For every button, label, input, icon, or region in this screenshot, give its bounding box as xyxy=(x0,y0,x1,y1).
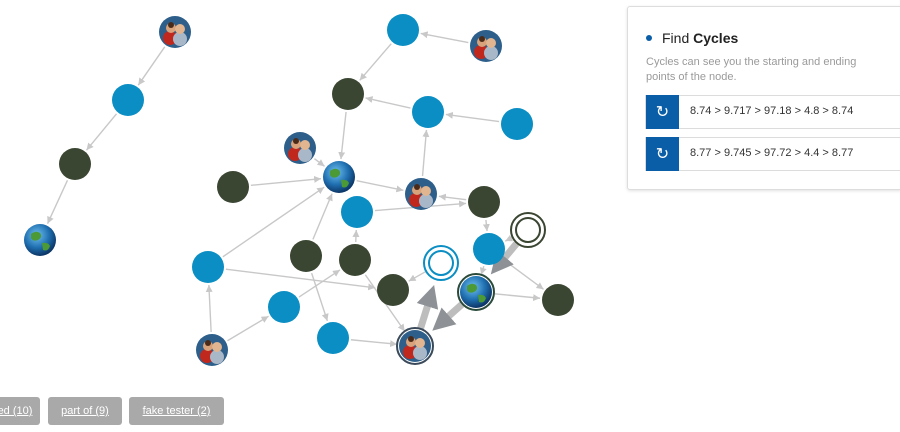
graph-edge xyxy=(222,186,325,258)
graph-node-blue[interactable] xyxy=(412,96,444,128)
graph-edge xyxy=(46,180,69,224)
graph-node-dark[interactable] xyxy=(217,171,249,203)
graph-edge xyxy=(421,129,430,177)
graph-node-blue[interactable] xyxy=(112,84,144,116)
graph-node-people[interactable] xyxy=(196,334,228,366)
graph-node-blue[interactable] xyxy=(317,322,349,354)
panel-header: Find Cycles xyxy=(646,30,738,46)
graph-node-people[interactable] xyxy=(159,16,191,48)
graph-node-dark[interactable] xyxy=(59,148,91,180)
cycle-highlight-edge xyxy=(432,301,465,331)
graph-node-blue[interactable] xyxy=(473,233,505,265)
graph-node-blue[interactable] xyxy=(387,14,419,46)
graph-edge xyxy=(85,113,118,151)
graph-edge xyxy=(137,46,166,86)
graph-node-dark[interactable] xyxy=(542,284,574,316)
graph-node-people-ring[interactable] xyxy=(396,327,434,365)
graph-edge xyxy=(298,269,341,298)
graph-edge xyxy=(314,158,325,167)
graph-node-blue[interactable] xyxy=(192,251,224,283)
cycle-refresh-icon: ↻ xyxy=(646,95,679,129)
graph-edge xyxy=(225,268,376,291)
graph-edge xyxy=(312,193,333,240)
cycle-refresh-icon: ↻ xyxy=(646,137,679,171)
graph-node-blue[interactable] xyxy=(268,291,300,323)
graph-node-globe[interactable] xyxy=(24,224,56,256)
cycle-path: 8.77 > 9.745 > 97.72 > 4.4 > 8.77 xyxy=(690,147,854,159)
bullet-dot-icon xyxy=(646,35,652,41)
graph-node-people[interactable] xyxy=(284,132,316,164)
graph-edge xyxy=(482,219,490,232)
graph-edge xyxy=(350,339,398,348)
graph-node-ring-blue[interactable] xyxy=(423,245,459,281)
graph-edge xyxy=(445,111,500,123)
graph-edge xyxy=(359,43,392,81)
graph-edge xyxy=(227,315,269,342)
graph-node-dark[interactable] xyxy=(290,240,322,272)
graph-edge xyxy=(408,271,426,282)
graph-edge xyxy=(503,259,544,290)
graph-edge xyxy=(205,284,213,333)
find-cycles-panel: Find Cycles Cycles can see you the start… xyxy=(627,6,900,190)
graph-edge xyxy=(365,96,411,109)
graph-edge xyxy=(310,272,329,322)
graph-edge xyxy=(420,31,469,44)
panel-description: Cycles can see you the starting and endi… xyxy=(646,56,857,83)
graph-node-people[interactable] xyxy=(470,30,502,62)
graph-node-dark[interactable] xyxy=(377,274,409,306)
graph-edge xyxy=(338,111,347,160)
graph-node-ring-dark[interactable] xyxy=(510,212,546,248)
graph-node-blue[interactable] xyxy=(501,108,533,140)
graph-node-globe[interactable] xyxy=(323,161,355,193)
graph-edge xyxy=(493,293,541,302)
filter-button-fake-tester[interactable]: fake tester (2) xyxy=(129,397,224,425)
graph-edge xyxy=(479,266,487,275)
filter-button-related[interactable]: ed (10) xyxy=(0,397,40,425)
graph-node-dark[interactable] xyxy=(332,78,364,110)
graph-edge xyxy=(250,175,322,187)
nodes-layer xyxy=(24,14,574,366)
graph-edge xyxy=(356,179,404,193)
graph-node-dark[interactable] xyxy=(339,244,371,276)
filter-button-part-of[interactable]: part of (9) xyxy=(48,397,122,425)
cycle-item[interactable]: ↻ 8.74 > 9.717 > 97.18 > 4.8 > 8.74 xyxy=(645,95,900,129)
network-graph[interactable] xyxy=(0,0,620,380)
graph-edge xyxy=(504,234,514,242)
graph-node-dark[interactable] xyxy=(468,186,500,218)
graph-node-globe-ring[interactable] xyxy=(457,273,495,311)
graph-node-people[interactable] xyxy=(405,178,437,210)
cycle-item[interactable]: ↻ 8.77 > 9.745 > 97.72 > 4.4 > 8.77 xyxy=(645,137,900,171)
panel-title: Find Cycles xyxy=(662,30,739,46)
cycle-highlight-edge xyxy=(416,284,439,330)
graph-edge xyxy=(352,229,360,243)
graph-node-blue[interactable] xyxy=(341,196,373,228)
cycle-path: 8.74 > 9.717 > 97.18 > 4.8 > 8.74 xyxy=(690,105,854,117)
graph-edge xyxy=(438,193,467,201)
cycle-highlight-edge xyxy=(490,241,520,275)
